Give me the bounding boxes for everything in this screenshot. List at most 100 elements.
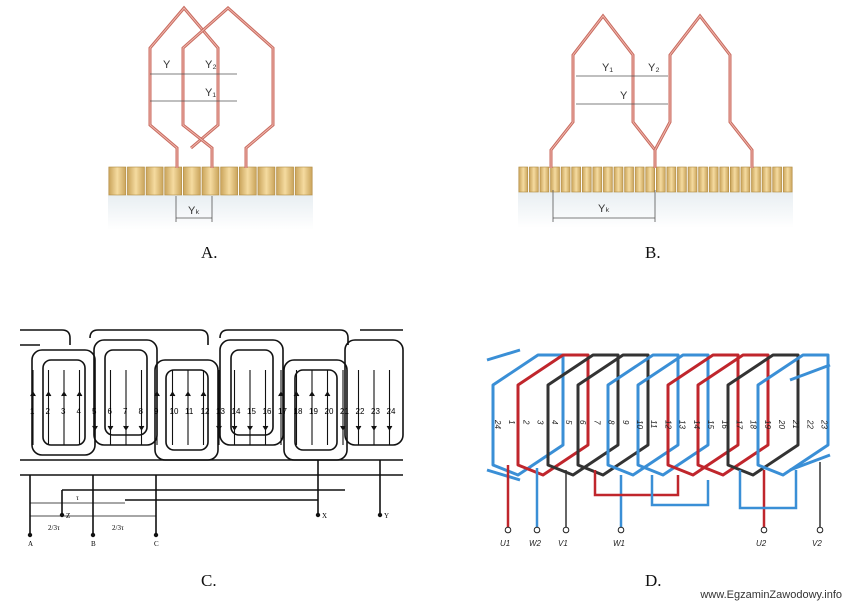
- slot-number-d: 1: [507, 420, 516, 424]
- commutator-segment: [127, 166, 145, 196]
- commutator-segment: [550, 166, 560, 193]
- slot-number-d: 2: [521, 419, 530, 425]
- current-arrow: [216, 425, 222, 431]
- caption-c: C.: [201, 571, 217, 590]
- slot-number-d: 7: [592, 420, 601, 425]
- terminal-label-c: A: [28, 540, 33, 548]
- current-arrow: [45, 391, 52, 397]
- current-arrow: [200, 391, 207, 397]
- slot-number-c: 14: [232, 407, 241, 416]
- commutator-segment: [108, 166, 127, 196]
- terminal-dot-c: [90, 532, 96, 538]
- commutator-segment: [164, 166, 183, 196]
- commutator-segment: [634, 166, 645, 193]
- commutator-segment: [687, 166, 698, 193]
- slot-number-c: 5: [92, 407, 97, 416]
- terminal-dot-c: [59, 512, 65, 518]
- terminal-dot-d: [760, 526, 768, 534]
- label-y-small-a: Y: [163, 59, 171, 71]
- commutator-segment: [751, 166, 761, 193]
- label-y1-a: Y₁: [205, 87, 216, 99]
- commutator-segment: [624, 166, 634, 193]
- slot-number-c: 23: [371, 407, 380, 416]
- slot-number-c: 6: [108, 407, 113, 416]
- commutator-segment: [257, 166, 276, 196]
- slot-number-d: 10: [635, 420, 644, 429]
- terminal-dot-d: [504, 526, 512, 534]
- terminal-dot-d: [533, 526, 541, 534]
- slot-number-d: 12: [663, 420, 672, 429]
- slot-number-d: 16: [720, 420, 729, 429]
- coil-d: [546, 353, 620, 477]
- commutator-segment: [761, 166, 772, 193]
- overhang-d: [789, 363, 831, 382]
- coil-left-b: [549, 13, 657, 168]
- label-two-thirds-tau-right: 2/3τ: [112, 524, 124, 532]
- slot-number-d: 20: [777, 419, 786, 429]
- slot-number-d: 21: [791, 419, 800, 429]
- terminal-label-c: Z: [66, 512, 70, 520]
- coil-d: [606, 353, 680, 477]
- commutator-shadow-b: [518, 192, 793, 228]
- slot-number-d: 22: [805, 419, 814, 429]
- coil-d: [666, 353, 740, 477]
- slot-number-d: 23: [820, 419, 829, 429]
- slot-number-c: 24: [387, 407, 396, 416]
- slot-number-d: 18: [749, 420, 758, 429]
- overhang-d: [486, 348, 521, 362]
- commutator-segment: [592, 166, 603, 193]
- label-y-small-b: Y₁: [602, 62, 613, 74]
- commutator-segment: [613, 166, 624, 193]
- label-y2-b: Y₂: [648, 62, 660, 74]
- caption-d: D.: [645, 571, 662, 590]
- slot-number-d: 14: [692, 420, 701, 429]
- commutator-segment: [603, 166, 613, 193]
- commutator-segment: [581, 166, 592, 193]
- slot-number-c: 20: [325, 407, 334, 416]
- panel-a: Y Y₂ Y₁ Yₖ: [108, 5, 313, 230]
- current-arrow: [76, 391, 83, 397]
- slot-number-c: 2: [46, 407, 51, 416]
- terminal-label-c: B: [91, 540, 96, 548]
- dimension-lines-a: [150, 73, 237, 222]
- current-arrow: [247, 425, 253, 431]
- commutator-segment: [220, 166, 238, 196]
- current-arrow: [262, 425, 269, 431]
- slot-number-d: 17: [734, 420, 743, 429]
- slot-number-c: 21: [340, 407, 349, 416]
- coil-d: [756, 353, 830, 477]
- overhang-d: [789, 453, 831, 472]
- slot-number-c: 4: [77, 407, 82, 416]
- slot-number-c: 16: [263, 407, 272, 416]
- slot-number-d: 8: [607, 420, 616, 425]
- terminal-label-d: W1: [613, 539, 625, 548]
- slot-number-c: 13: [216, 407, 225, 416]
- current-arrow: [138, 425, 145, 431]
- commutator-segment: [238, 166, 257, 196]
- terminal-label-d: V2: [812, 539, 822, 548]
- commutator-segment: [740, 166, 751, 193]
- current-arrow: [293, 391, 300, 397]
- terminal-dot-d: [562, 526, 570, 534]
- label-tau-c: τ: [76, 494, 79, 502]
- slot-number-d: 15: [706, 420, 715, 429]
- winding-lines-c: [20, 329, 404, 535]
- label-yc-b: Yₖ: [598, 203, 610, 215]
- watermark: www.EgzaminZawodowy.info: [700, 589, 842, 601]
- current-arrow: [92, 425, 98, 431]
- commutator-segment: [539, 166, 550, 193]
- slot-number-d: 9: [621, 420, 630, 425]
- terminal-label-d: U2: [756, 539, 767, 548]
- slot-number-c: 11: [185, 407, 194, 416]
- current-arrow: [30, 391, 36, 397]
- commutator-segment: [677, 166, 687, 193]
- terminal-label-d: W2: [529, 539, 542, 548]
- commutator-segment: [276, 166, 294, 196]
- current-arrow: [231, 425, 238, 431]
- slot-number-d: 6: [578, 420, 587, 425]
- coil-d: [696, 353, 770, 477]
